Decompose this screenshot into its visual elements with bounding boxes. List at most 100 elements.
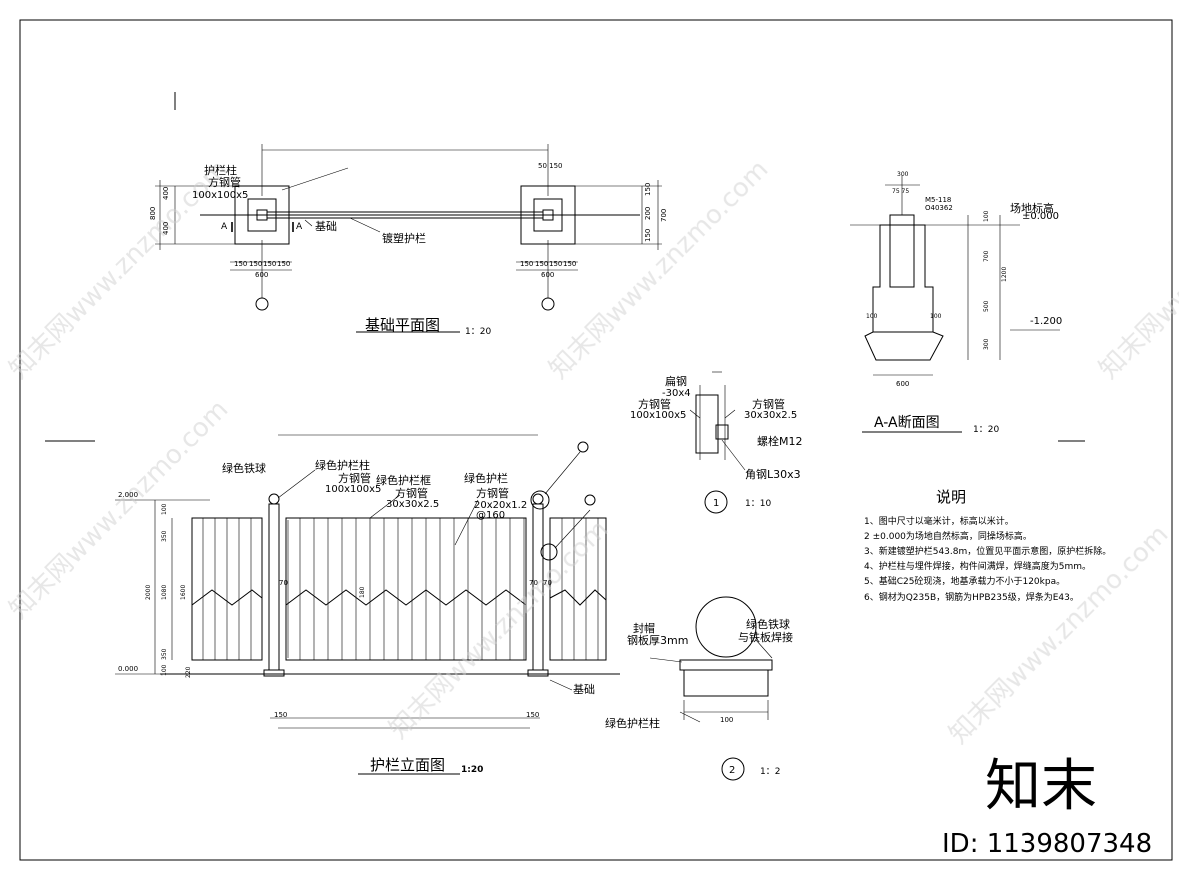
plan-dim-br-1: 150 bbox=[535, 260, 548, 268]
elevation-dim-gap-left: 70 bbox=[279, 579, 288, 587]
watermark-id: ID: 1139807348 bbox=[942, 829, 1152, 859]
elevation-dim-total-a: 2000 bbox=[145, 585, 152, 600]
svg-text:知末网www.znzmo.com: 知末网www.znzmo.com bbox=[1094, 154, 1179, 385]
detail1-bolt-label: 螺栓M12 bbox=[757, 434, 803, 448]
detail1-callout: 1 bbox=[713, 498, 719, 509]
detail1-post-spec: 100x100x5 bbox=[630, 410, 686, 421]
section-a-a bbox=[850, 175, 1060, 433]
plan-post-spec-b: 100x100x5 bbox=[192, 190, 248, 201]
detail2-cap-label-a: 封帽 bbox=[633, 621, 655, 635]
detail-1 bbox=[689, 371, 746, 514]
plan-dim-right-2: 150 bbox=[644, 229, 652, 242]
elevation-rail-spec-a: 方钢管 bbox=[476, 486, 509, 500]
detail2-ball-label-a: 绿色铁球 bbox=[746, 617, 790, 631]
section-level-top: ±0.000 bbox=[1022, 211, 1059, 222]
plan-dim-bl-4: 600 bbox=[255, 271, 268, 279]
plan-section-mark-right: A bbox=[296, 222, 303, 232]
plan-dim-bl-2: 150 bbox=[263, 260, 276, 268]
detail1-angle-label: 角钢L30x3 bbox=[745, 468, 801, 481]
detail1-flat-steel-spec: -30x4 bbox=[662, 388, 691, 399]
section-title: A-A断面图 bbox=[874, 415, 940, 431]
note-item: 4、护栏柱与埋件焊接，构件间满焊，焊缝高度为5mm。 bbox=[864, 560, 1091, 572]
plan-dim-left-1: 400 bbox=[162, 222, 170, 235]
note-item: 6、钢材为Q235B，钢筋为HPB235级，焊条为E43。 bbox=[864, 591, 1079, 603]
detail-2 bbox=[649, 596, 773, 781]
plan-dim-bl-3: 150 bbox=[277, 260, 290, 268]
plan-dim-top-right: 50 150 bbox=[538, 162, 563, 170]
section-dim-total: 1200 bbox=[1001, 267, 1008, 282]
section-dim-top-split: 75 75 bbox=[892, 188, 909, 195]
elevation-rail-label: 绿色护栏 bbox=[464, 471, 508, 485]
elevation-post-label: 绿色护栏柱 bbox=[315, 458, 370, 472]
detail1-flat-steel-label: 扁钢 bbox=[665, 375, 687, 388]
foundation-plan bbox=[155, 92, 662, 333]
section-dim-side-right: 100 bbox=[930, 313, 942, 320]
plan-scale: 1：20 bbox=[465, 327, 491, 337]
section-dim-bottom: 600 bbox=[896, 380, 909, 388]
section-scale: 1：20 bbox=[973, 425, 999, 435]
plan-section-mark-left: A bbox=[221, 222, 228, 232]
note-item: 1、图中尺寸以毫米计，标高以米计。 bbox=[864, 515, 1014, 527]
elevation-dim-220: 220 bbox=[185, 666, 192, 678]
watermark-logo: 知末 bbox=[985, 754, 1097, 819]
plan-railing-label: 镀塑护栏 bbox=[382, 231, 426, 245]
detail1-post-label: 方钢管 bbox=[638, 397, 671, 411]
note-item: 3、新建镀塑护栏543.8m，位置见平面示意图，原护栏拆除。 bbox=[864, 545, 1111, 557]
elevation-foundation-label: 基础 bbox=[573, 683, 595, 696]
detail2-scale: 1：2 bbox=[760, 767, 780, 777]
svg-text:知末网www.znzmo.com: 知末网www.znzmo.com bbox=[544, 154, 775, 385]
elevation-rail-spec-b: 20x20x1.2 bbox=[474, 500, 527, 511]
section-bolt-note-b: O40362 bbox=[925, 204, 953, 212]
elevation-post-spec-b: 100x100x5 bbox=[325, 484, 381, 495]
detail2-callout: 2 bbox=[729, 765, 735, 776]
plan-post-spec-a: 方钢管 bbox=[208, 175, 241, 189]
detail2-ball-label-b: 与铁板焊接 bbox=[738, 630, 793, 644]
elevation-ball-label: 绿色铁球 bbox=[222, 461, 266, 475]
elevation-dim-left-3: 350 bbox=[161, 648, 168, 660]
detail2-cap-label-b: 钢板厚3mm bbox=[627, 633, 688, 647]
plan-dim-br-3: 150 bbox=[563, 260, 576, 268]
section-dim-v-3: 300 bbox=[983, 338, 990, 350]
plan-dim-left-0: 400 bbox=[162, 187, 170, 200]
elevation-dim-left-2: 1080 bbox=[161, 585, 168, 600]
elevation-dim-total-b: 1600 bbox=[180, 585, 187, 600]
section-dim-v-1: 700 bbox=[983, 250, 990, 262]
railing-elevation bbox=[45, 434, 620, 775]
plan-dim-br-4: 600 bbox=[541, 271, 554, 279]
plan-dim-br-2: 150 bbox=[549, 260, 562, 268]
detail1-scale: 1：10 bbox=[745, 499, 771, 509]
plan-dim-right-1: 200 bbox=[644, 207, 652, 220]
svg-text:知末网www.znzmo.com: 知末网www.znzmo.com bbox=[4, 154, 235, 385]
svg-text:知末网www.znzmo.com: 知末网www.znzmo.com bbox=[4, 394, 235, 625]
elevation-frame-spec-a: 方钢管 bbox=[395, 486, 428, 500]
sheet-border bbox=[19, 19, 1173, 861]
detail2-post-label: 绿色护栏柱 bbox=[605, 716, 660, 730]
elevation-dim-left-4: 100 bbox=[161, 664, 168, 676]
detail2-dim-bottom: 100 bbox=[720, 716, 733, 724]
plan-dim-left-2: 800 bbox=[149, 207, 157, 220]
elevation-frame-label: 绿色护栏框 bbox=[376, 473, 431, 487]
plan-dim-br-0: 150 bbox=[520, 260, 533, 268]
section-level-bottom: -1.200 bbox=[1030, 316, 1062, 327]
section-bolt-note-a: M5-118 bbox=[925, 196, 951, 204]
elevation-frame-spec-b: 30x30x2.5 bbox=[386, 499, 439, 510]
elevation-dim-gap-far: 70 bbox=[543, 579, 552, 587]
note-item: 2 ±0.000为场地自然标高，同操场标高。 bbox=[864, 530, 1032, 542]
plan-post-label: 护栏柱 bbox=[204, 163, 237, 177]
notes-title: 说明 bbox=[936, 488, 966, 506]
detail1-tube-spec: 30x30x2.5 bbox=[744, 410, 797, 421]
elevation-level-top: 2.000 bbox=[118, 491, 138, 499]
elevation-dim-left-0: 100 bbox=[161, 503, 168, 515]
plan-dim-bl-1: 150 bbox=[249, 260, 262, 268]
plan-dim-bl-0: 150 bbox=[234, 260, 247, 268]
plan-foundation-label: 基础 bbox=[315, 220, 337, 233]
elevation-dim-zig: 180 bbox=[359, 586, 366, 598]
plan-title: 基础平面图 bbox=[365, 316, 440, 334]
elevation-scale: 1:20 bbox=[461, 765, 483, 775]
elevation-rail-spec-c: @160 bbox=[476, 510, 505, 521]
svg-text:知末网www.znzmo.com: 知末网www.znzmo.com bbox=[384, 514, 615, 745]
detail1-tube-label: 方钢管 bbox=[752, 397, 785, 411]
elevation-dim-gap-right: 70 bbox=[529, 579, 538, 587]
elevation-title: 护栏立面图 bbox=[370, 756, 445, 774]
